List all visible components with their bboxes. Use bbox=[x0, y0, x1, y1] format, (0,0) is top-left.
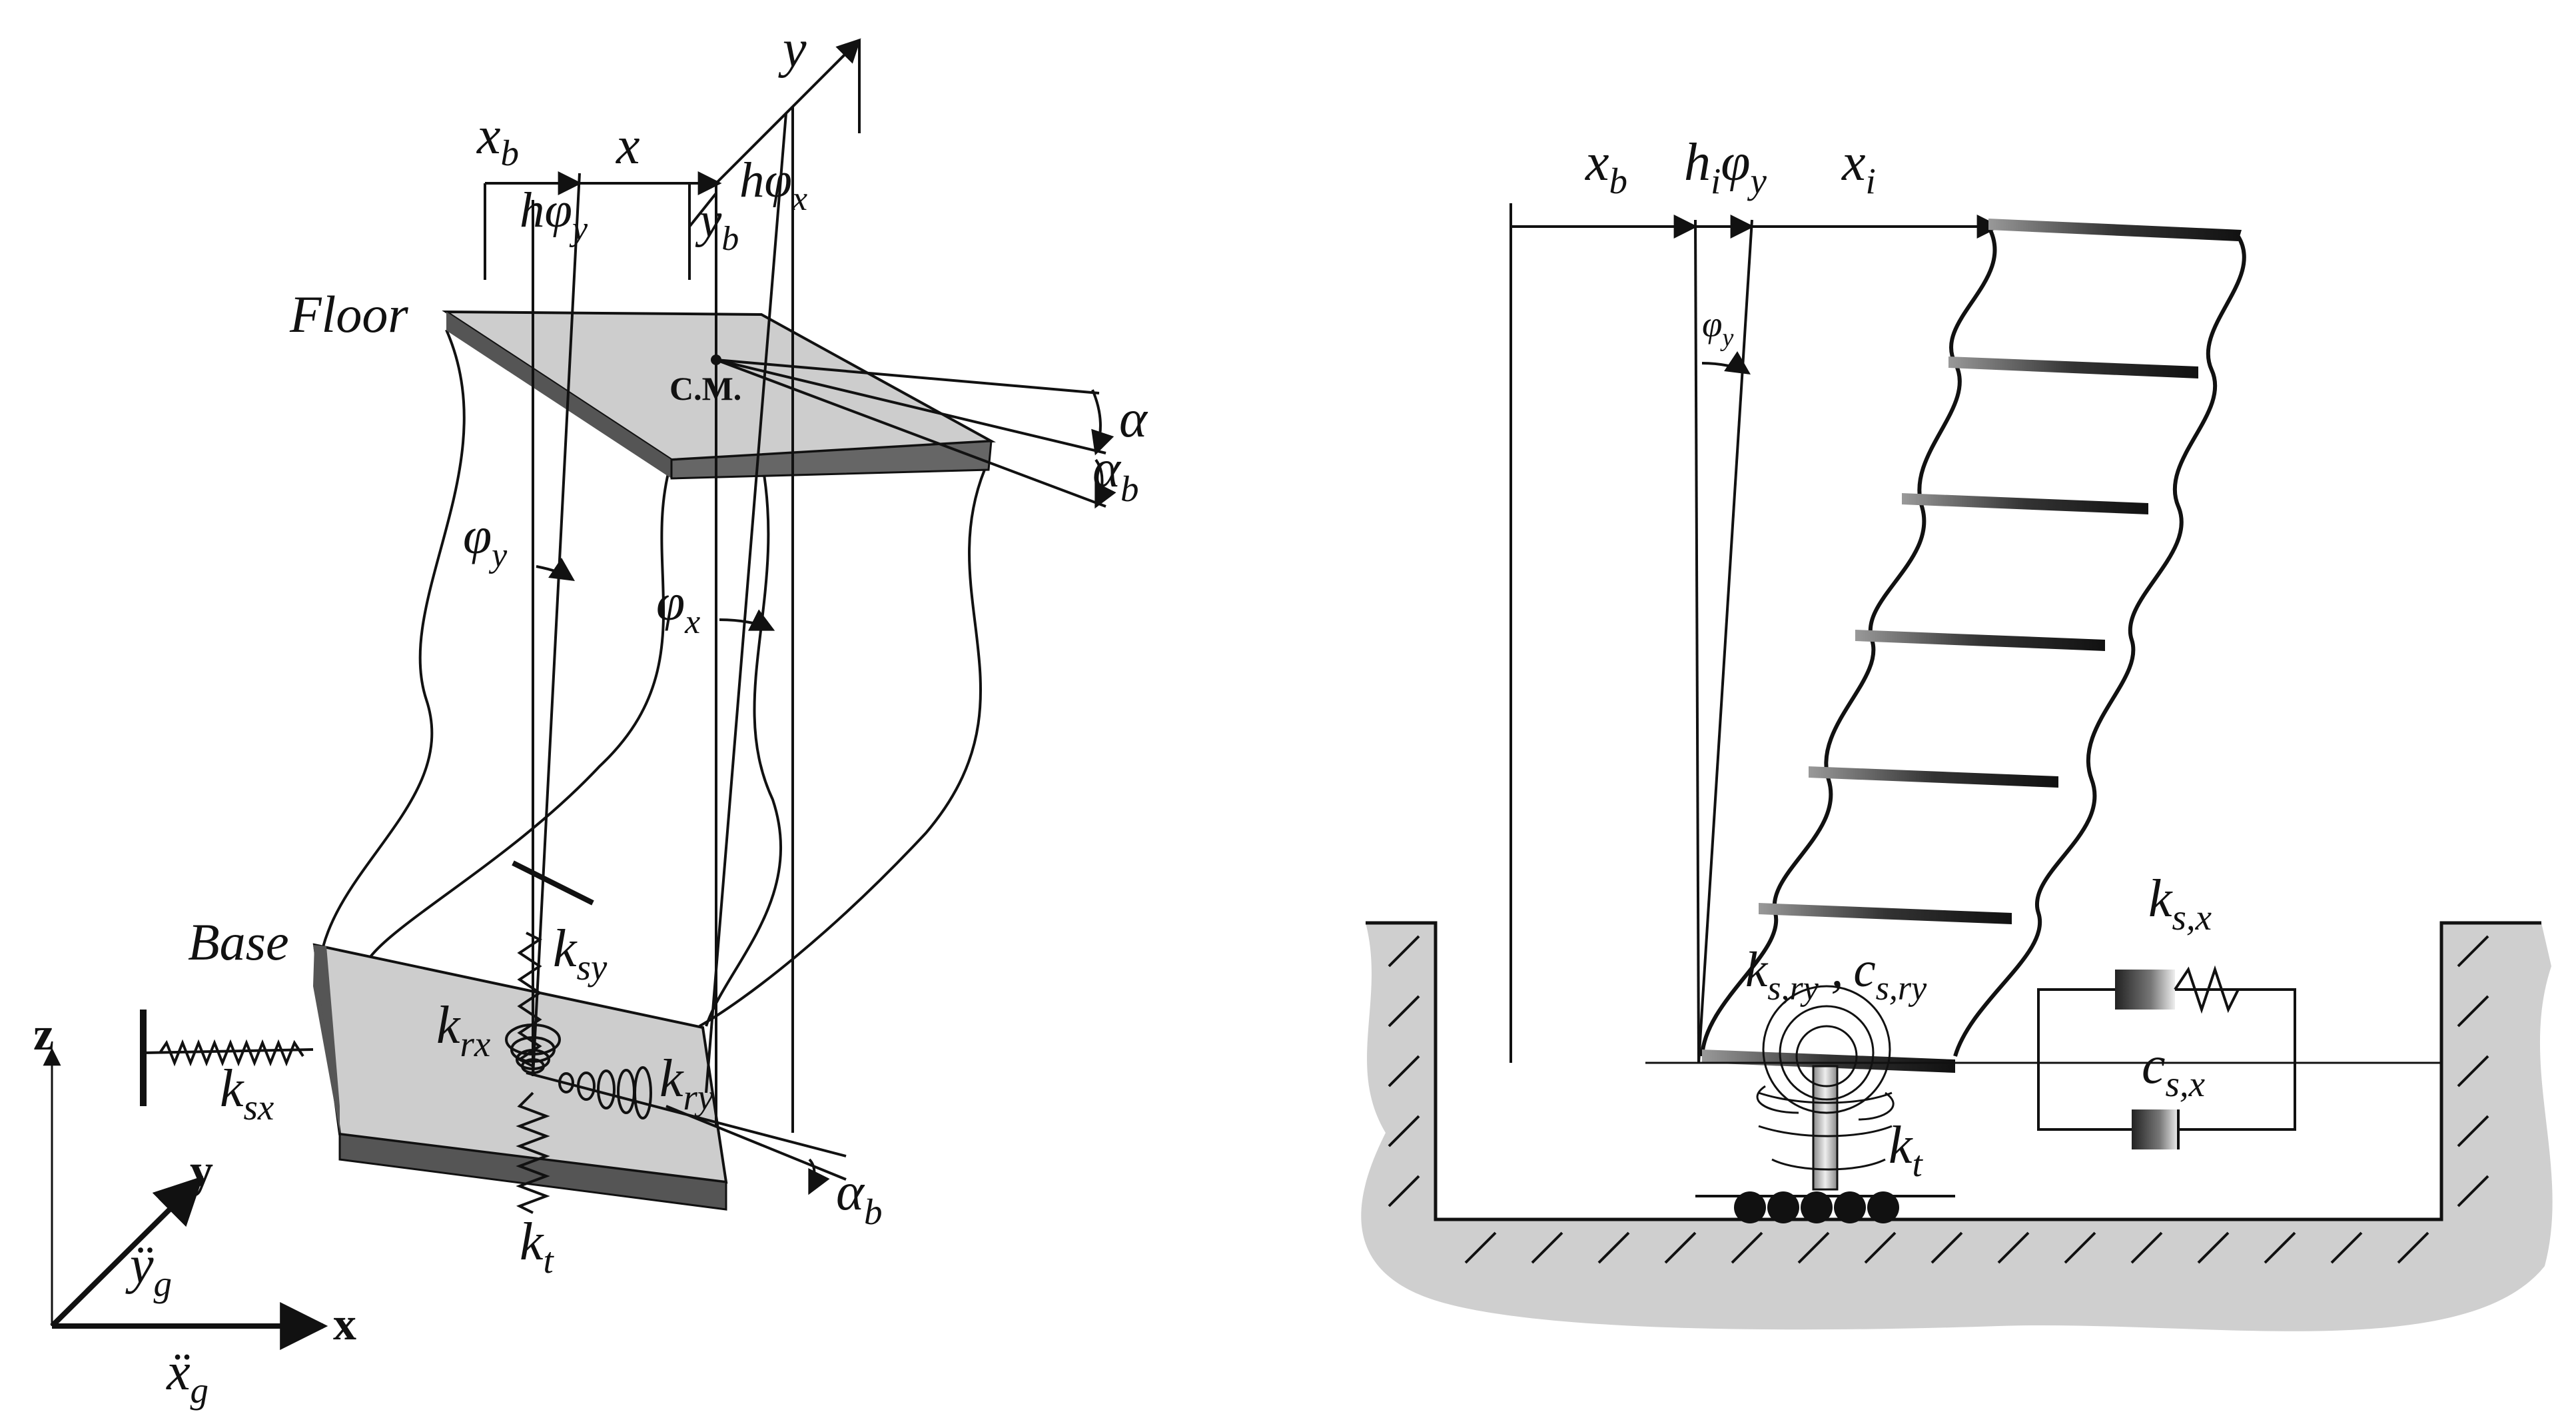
ksx-label: ksx bbox=[220, 1060, 274, 1127]
x-label: x bbox=[616, 117, 640, 175]
xb-label: xb bbox=[476, 107, 519, 173]
floor-label: Floor bbox=[289, 285, 408, 343]
floor-slab bbox=[442, 310, 997, 480]
cm-label: C.M. bbox=[669, 370, 741, 407]
base-label: Base bbox=[188, 913, 289, 971]
left-figure: Floor Base C.M. xb x y hφy yb hφx α αb α… bbox=[33, 20, 1148, 1411]
right-figure: xb hiφy xi φy ks,ry ,cs,ry ks,x cs,x kt bbox=[1361, 133, 2553, 1331]
spring-dashpot bbox=[2037, 965, 2296, 1149]
base-isolation bbox=[1645, 985, 2441, 1223]
right-dimensions bbox=[1509, 203, 2001, 1064]
kt-spring bbox=[516, 1091, 550, 1214]
xg-label: ẍg bbox=[166, 1343, 209, 1411]
pit-outline bbox=[1366, 921, 2541, 1221]
alphab-label: αb bbox=[1092, 440, 1139, 509]
ground-hatch bbox=[1388, 935, 2489, 1264]
krx-spring bbox=[505, 1024, 561, 1074]
axis-x-label: x bbox=[333, 1299, 356, 1350]
right-hiphiy-label: hiφy bbox=[1684, 133, 1767, 201]
hphiy-label: hφy bbox=[520, 183, 588, 248]
hphix-label: hφx bbox=[739, 153, 807, 218]
right-kt-label: kt bbox=[1889, 1116, 1924, 1184]
top-dimensions bbox=[484, 38, 1116, 1195]
yb-label: yb bbox=[695, 193, 739, 258]
axis-z-label: z bbox=[33, 1009, 54, 1060]
alphab-base-label: αb bbox=[836, 1163, 883, 1232]
alpha-label: α bbox=[1119, 390, 1148, 448]
ksx-spring bbox=[140, 1010, 314, 1106]
right-ksry-csry-label: ks,ry ,cs,ry bbox=[1745, 942, 1927, 1008]
kry-spring bbox=[558, 1066, 652, 1119]
right-csx-label: cs,x bbox=[2142, 1036, 2206, 1104]
right-xi-label: xi bbox=[1841, 133, 1876, 201]
ground-body bbox=[1361, 923, 2553, 1331]
right-xb-label: xb bbox=[1585, 133, 1627, 201]
axis-y-label: y bbox=[190, 1145, 213, 1197]
building-frame bbox=[1700, 219, 2246, 1073]
kt-label: kt bbox=[520, 1213, 555, 1281]
yg-label: ÿg bbox=[125, 1236, 172, 1304]
krx-label: krx bbox=[436, 996, 491, 1064]
column-edges bbox=[318, 329, 986, 1028]
ksy-label: ksy bbox=[553, 920, 608, 988]
phix-label: φx bbox=[656, 573, 700, 641]
axes-triad bbox=[43, 1048, 328, 1350]
ksy-spring bbox=[512, 860, 594, 1067]
y-label: y bbox=[778, 20, 807, 79]
right-phiy-small-label: φy bbox=[1702, 304, 1733, 352]
phiy-label: φy bbox=[463, 506, 508, 574]
cm-dot bbox=[711, 355, 721, 365]
kry-label: kry bbox=[659, 1050, 714, 1117]
right-ksx-label: ks,x bbox=[2148, 870, 2212, 938]
